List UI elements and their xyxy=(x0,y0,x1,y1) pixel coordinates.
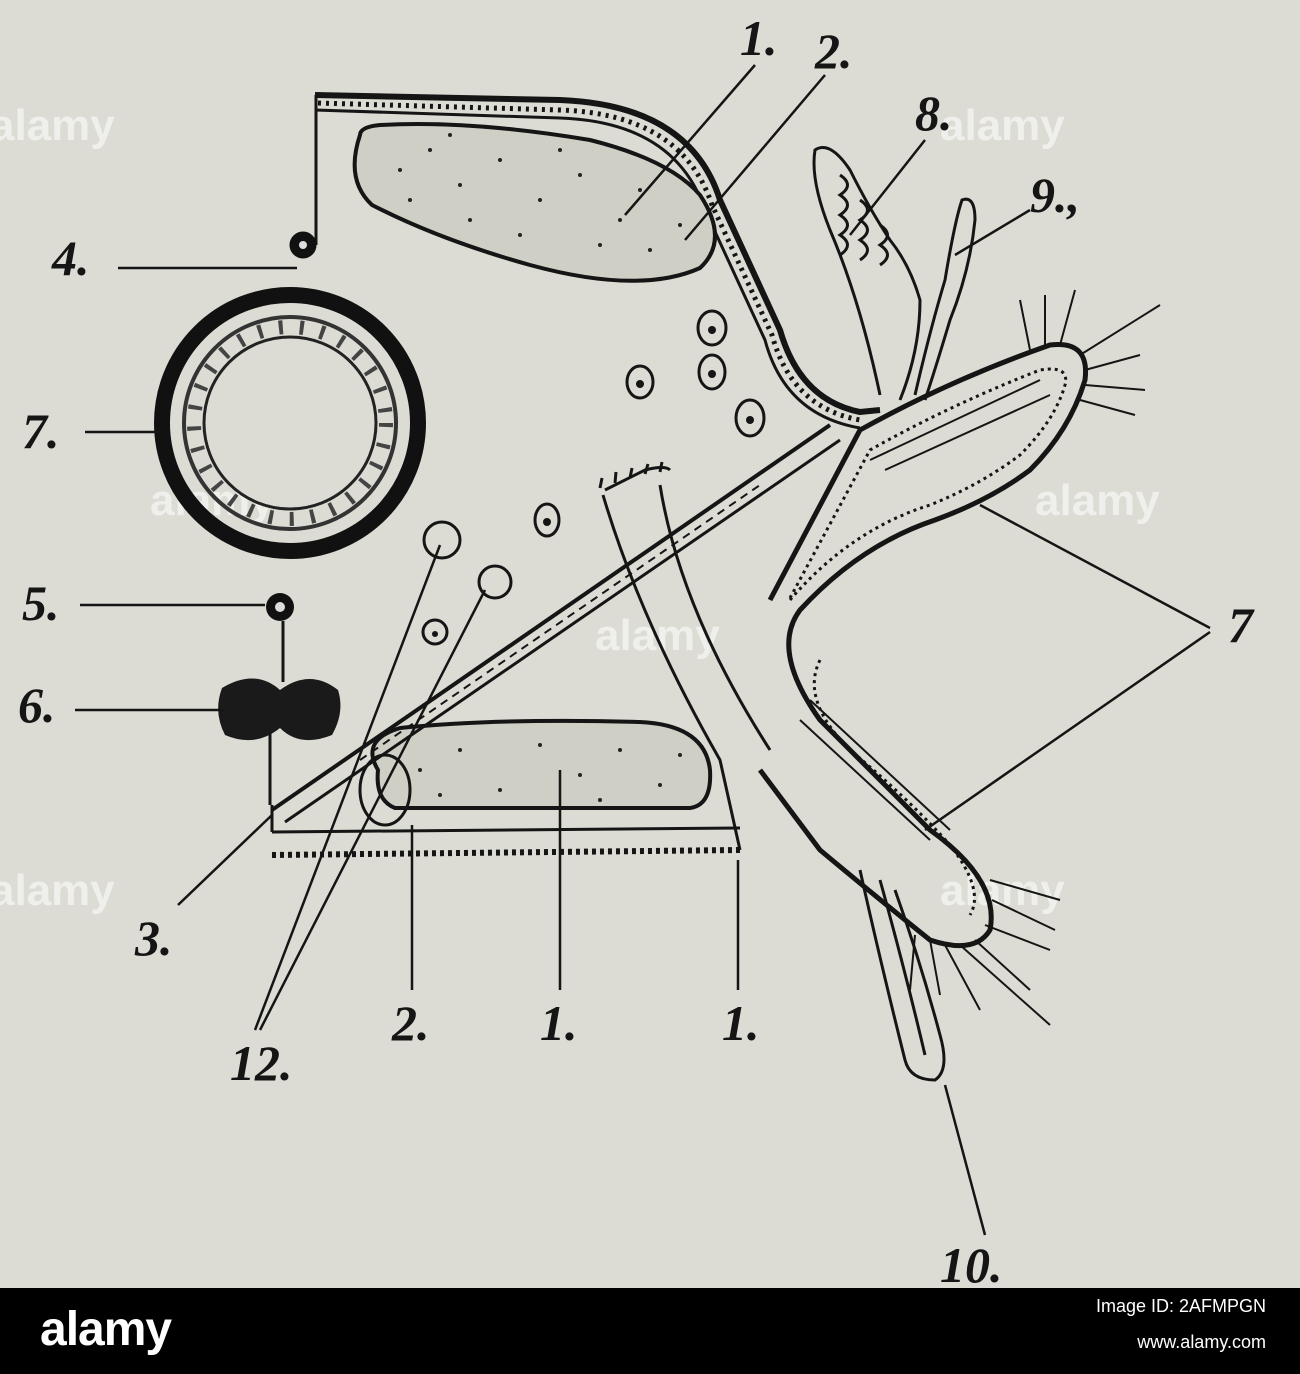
lower-mass-stipple xyxy=(418,743,682,802)
label-8: 8. xyxy=(915,85,953,141)
label-4: 4. xyxy=(51,230,90,286)
structure-8 xyxy=(812,146,922,401)
label-10: 10. xyxy=(940,1237,1003,1288)
label-1-bottom-b: 1. xyxy=(722,995,760,1051)
central-funnel xyxy=(598,461,772,851)
ring-7 xyxy=(154,287,426,559)
cilia-lower xyxy=(909,879,1061,1026)
upper-mass xyxy=(352,122,717,283)
site-url-text: www.alamy.com xyxy=(1137,1332,1266,1352)
structure-6 xyxy=(218,678,341,741)
label-2-top: 2. xyxy=(814,23,853,79)
structure-9 xyxy=(913,197,977,401)
label-12: 12. xyxy=(230,1035,293,1091)
label-3: 3. xyxy=(134,910,173,966)
watermark: alamy xyxy=(940,866,1065,915)
watermark: alamy xyxy=(0,101,115,150)
label-1-bottom-a: 1. xyxy=(540,995,578,1051)
cilia-upper xyxy=(1019,289,1161,416)
label-6: 6. xyxy=(18,677,56,733)
diagonal-septum xyxy=(270,423,841,824)
cells-scatter xyxy=(358,309,766,827)
structure-10 xyxy=(858,869,946,1082)
ciliated-tube xyxy=(758,341,1089,949)
stock-footer: alamy Image ID: 2AFMPGN www.alamy.com xyxy=(0,1288,1300,1374)
leader-lines xyxy=(75,64,1211,1236)
label-7-left: 7. xyxy=(22,403,60,459)
lower-mass xyxy=(370,718,713,810)
label-7-right: 7 xyxy=(1228,597,1255,653)
anatomical-diagram: alamy alamy alamy alamy alamy alamy alam… xyxy=(0,10,1255,1288)
label-9: 9., xyxy=(1030,167,1080,223)
label-5: 5. xyxy=(22,575,60,631)
upper-mass-stipple xyxy=(398,133,682,252)
labels: 1. 2. 8. 9., 4. 7. 5. 6. 7 3. 2. 1. 1. 1… xyxy=(18,10,1255,1288)
watermark: alamy xyxy=(940,101,1065,150)
alamy-logo: alamy xyxy=(40,1303,172,1356)
label-1-top: 1. xyxy=(740,10,778,66)
label-2-bottom: 2. xyxy=(391,995,430,1051)
image-id-text: Image ID: 2AFMPGN xyxy=(1095,1296,1266,1316)
figure-canvas: alamy alamy alamy alamy alamy alamy alam… xyxy=(0,10,1255,1288)
watermark: alamy xyxy=(1035,476,1160,525)
cells-nuclei xyxy=(432,326,754,637)
watermark: alamy xyxy=(0,866,115,915)
lower-wall xyxy=(270,805,741,858)
